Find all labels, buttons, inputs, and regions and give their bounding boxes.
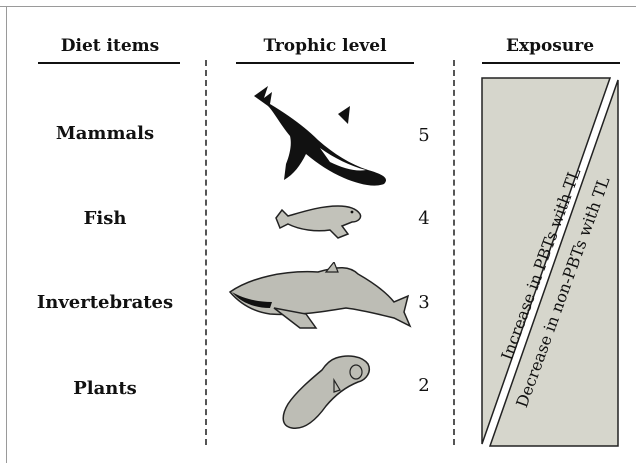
header-exposure: Exposure [480, 36, 620, 56]
diet-item-plants: Plants [15, 378, 195, 399]
exposure-panel: Increase in PBTs with TL Decrease in non… [470, 72, 626, 450]
header-exposure-rule [482, 62, 620, 64]
header-trophic-level-rule [236, 62, 414, 64]
trophic-level-5: 5 [417, 125, 431, 146]
diet-item-invertebrates: Invertebrates [15, 292, 195, 313]
trophic-level-4: 4 [417, 208, 431, 229]
trophic-level-3: 3 [417, 292, 431, 313]
header-diet-items: Diet items [40, 36, 180, 56]
orca-icon [246, 78, 396, 190]
diet-item-fish: Fish [15, 208, 195, 229]
manatee-icon [264, 350, 372, 432]
frame-left-line [6, 6, 7, 463]
left-dashed-separator [205, 60, 207, 445]
header-trophic-level: Trophic level [240, 36, 410, 56]
frame-top-line [0, 6, 636, 7]
humpback-whale-icon [226, 262, 412, 334]
seal-icon [272, 198, 364, 242]
trophic-level-2: 2 [417, 375, 431, 396]
right-dashed-separator [453, 60, 455, 445]
header-diet-items-rule [38, 62, 180, 64]
diet-item-mammals: Mammals [15, 123, 195, 144]
